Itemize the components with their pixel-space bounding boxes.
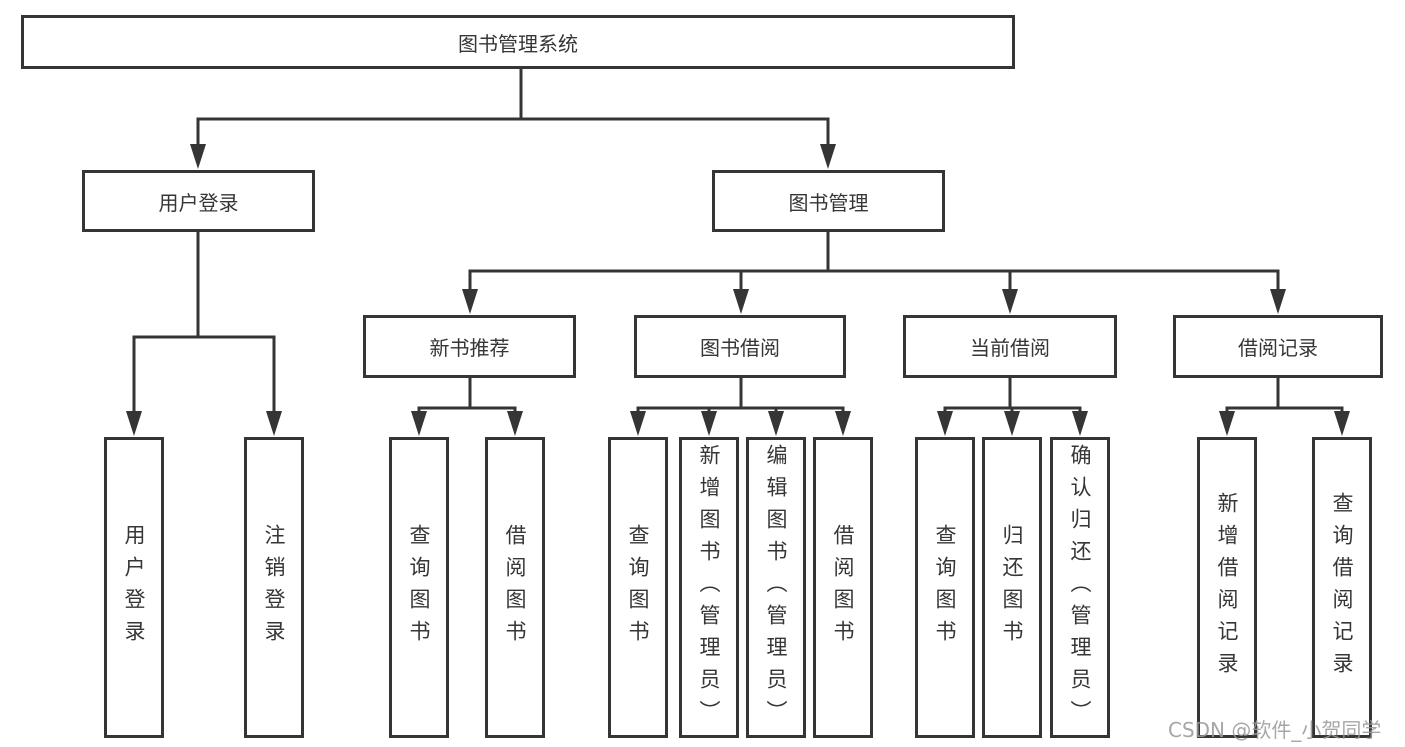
leaf-edit-book-admin-label: 编辑图书（管理员） [764, 443, 788, 732]
csdn-watermark: CSDN @软件_小贺同学 [1168, 718, 1382, 742]
leaf-add-borrow-record-label: 新增借阅记录 [1215, 491, 1239, 684]
leaf-query-books-current: 查询图书 [915, 437, 975, 738]
leaf-borrow-books-recommend: 借阅图书 [485, 437, 545, 738]
leaf-logout: 注销登录 [244, 437, 304, 738]
leaf-query-books-recommend: 查询图书 [389, 437, 449, 738]
leaf-user-login: 用户登录 [104, 437, 164, 738]
leaf-return-books-label: 归还图书 [1000, 523, 1024, 652]
leaf-user-login-label: 用户登录 [122, 523, 146, 652]
leaf-add-book-admin: 新增图书（管理员） [679, 437, 739, 738]
leaf-confirm-return-admin-label: 确认归还（管理员） [1068, 443, 1092, 732]
leaf-query-books-borrowing-label: 查询图书 [626, 523, 650, 652]
leaf-query-books-current-label: 查询图书 [933, 523, 957, 652]
node-new-book-recommendation: 新书推荐 [363, 315, 576, 378]
node-book-borrowing: 图书借阅 [634, 315, 846, 378]
arrow-heads [126, 144, 1350, 436]
leaf-query-borrow-record: 查询借阅记录 [1312, 437, 1372, 738]
leaf-query-books-borrowing: 查询图书 [608, 437, 668, 738]
leaf-logout-label: 注销登录 [262, 523, 286, 652]
leaf-borrow-books-borrowing-label: 借阅图书 [831, 523, 855, 652]
leaf-confirm-return-admin: 确认归还（管理员） [1050, 437, 1110, 738]
leaf-edit-book-admin: 编辑图书（管理员） [746, 437, 806, 738]
leaf-add-borrow-record: 新增借阅记录 [1197, 437, 1257, 738]
node-current-borrowing: 当前借阅 [903, 315, 1117, 378]
leaf-borrow-books-recommend-label: 借阅图书 [503, 523, 527, 652]
node-book-management: 图书管理 [712, 170, 945, 232]
leaf-add-book-admin-label: 新增图书（管理员） [697, 443, 721, 732]
leaf-query-books-recommend-label: 查询图书 [407, 523, 431, 652]
leaf-borrow-books-borrowing: 借阅图书 [813, 437, 873, 738]
leaf-return-books: 归还图书 [982, 437, 1042, 738]
node-borrowing-records: 借阅记录 [1173, 315, 1383, 378]
node-library-management-system: 图书管理系统 [21, 15, 1015, 69]
leaf-query-borrow-record-label: 查询借阅记录 [1330, 491, 1354, 684]
node-user-login: 用户登录 [82, 170, 315, 232]
